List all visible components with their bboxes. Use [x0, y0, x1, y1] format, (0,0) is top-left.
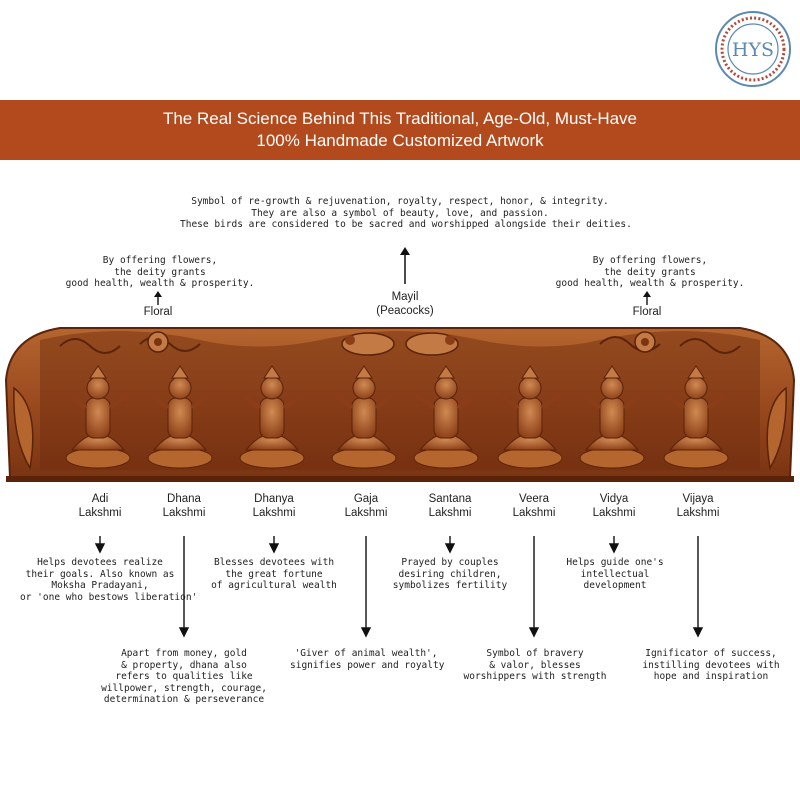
- dhana-desc-line: refers to qualities like: [115, 671, 253, 682]
- banner-line-1: The Real Science Behind This Traditional…: [162, 109, 638, 128]
- mayil-label-sub: (Peacocks): [376, 305, 434, 317]
- dhanya-desc-line: Blesses devotees with: [213, 557, 335, 568]
- vijaya-description: Ignificator of success, instilling devot…: [636, 648, 786, 683]
- logo-text: HYS: [732, 39, 774, 61]
- dhana-description: Apart from money, gold & property, dhana…: [96, 648, 272, 706]
- mayil-description: Symbol of re-growth & rejuvenation, roya…: [180, 196, 632, 231]
- gaja-desc-line: signifies power and royalty: [290, 659, 445, 671]
- dhana-desc-line: determination & perseverance: [103, 694, 265, 705]
- mayil-arrow-icon: [400, 247, 410, 284]
- mayil-desc-line: These birds are considered to be sacred …: [180, 219, 632, 230]
- lakshmi-name-line: Gaja: [353, 493, 379, 505]
- hys-logo: HYS: [715, 11, 791, 87]
- lakshmi-name-line: Lakshmi: [592, 507, 636, 519]
- vidya-desc-line: development: [583, 580, 647, 591]
- vidya-description: Helps guide one's intellectual developme…: [560, 557, 670, 592]
- down-arrow-icon: [94, 536, 704, 638]
- santana-desc-line: Prayed by couples: [401, 557, 499, 568]
- vijaya-desc-line: instilling devotees with: [642, 659, 780, 671]
- lakshmi-name-line: Dhana: [167, 493, 201, 505]
- lakshmi-name-adi: Adi Lakshmi: [62, 492, 138, 520]
- lakshmi-name-line: Lakshmi: [252, 507, 296, 519]
- lakshmi-name-gaja: Gaja Lakshmi: [328, 492, 404, 520]
- gaja-description: 'Giver of animal wealth', signifies powe…: [290, 648, 445, 671]
- lakshmi-name-line: Vidya: [599, 493, 629, 505]
- adi-desc-line: Moksha Pradayani,: [51, 580, 149, 591]
- adi-desc-line: their goals. Also known as: [25, 568, 175, 580]
- lakshmi-name-line: Lakshmi: [344, 507, 388, 519]
- mayil-label-name: Mayil: [391, 291, 419, 303]
- lakshmi-name-veera: Veera Lakshmi: [496, 492, 572, 520]
- veera-description: Symbol of bravery & valor, blesses worsh…: [460, 648, 610, 683]
- veera-desc-line: & valor, blesses: [489, 659, 581, 671]
- lakshmi-name-dhana: Dhana Lakshmi: [146, 492, 222, 520]
- floral-right-label: Floral: [632, 306, 662, 318]
- banner-line-2: 100% Handmade Customized Artwork: [256, 131, 544, 150]
- veera-desc-line: worshippers with strength: [463, 671, 607, 682]
- floral-left-arrow-icon: [154, 291, 162, 305]
- santana-description: Prayed by couples desiring children, sym…: [390, 557, 510, 592]
- title-banner: The Real Science Behind This Traditional…: [0, 100, 800, 160]
- lakshmi-name-vijaya: Vijaya Lakshmi: [660, 492, 736, 520]
- adi-description: Helps devotees realize their goals. Also…: [20, 557, 198, 603]
- vidya-desc-line: Helps guide one's: [566, 557, 664, 568]
- carved-lakshmi-panel: [4, 327, 796, 482]
- lakshmi-name-line: Veera: [518, 493, 550, 505]
- floral-left-label: Floral: [143, 306, 173, 318]
- lakshmi-arrows: [94, 536, 704, 638]
- mayil-label: Mayil (Peacocks): [340, 290, 470, 318]
- lakshmi-name-line: Adi: [91, 493, 109, 505]
- lakshmi-name-dhanya: Dhanya Lakshmi: [236, 492, 312, 520]
- santana-desc-line: symbolizes fertility: [392, 580, 508, 591]
- floral-left-line: By offering flowers,: [102, 255, 218, 266]
- adi-desc-line: or 'one who bestows liberation': [20, 591, 198, 603]
- lakshmi-name-vidya: Vidya Lakshmi: [576, 492, 652, 520]
- lakshmi-name-line: Lakshmi: [428, 507, 472, 519]
- lakshmi-name-line: Lakshmi: [78, 507, 122, 519]
- lakshmi-name-santana: Santana Lakshmi: [412, 492, 488, 520]
- dhanya-description: Blesses devotees with the great fortune …: [204, 557, 344, 592]
- floral-right-line: By offering flowers,: [592, 255, 708, 266]
- dhana-desc-line: willpower, strength, courage,: [101, 682, 267, 694]
- lakshmi-name-line: Lakshmi: [162, 507, 206, 519]
- lakshmi-figures: [65, 365, 729, 469]
- floral-right-description: By offering flowers, the deity grants go…: [550, 255, 750, 290]
- lakshmi-name-line: Lakshmi: [512, 507, 556, 519]
- dhana-desc-line: & property, dhana also: [121, 659, 247, 671]
- lakshmi-name-line: Lakshmi: [676, 507, 720, 519]
- floral-left-line: good health, wealth & prosperity.: [65, 278, 255, 289]
- lakshmi-name-line: Santana: [428, 493, 472, 505]
- mayil-desc-line: They are also a symbol of beauty, love, …: [251, 207, 549, 219]
- lakshmi-name-line: Dhanya: [254, 493, 294, 505]
- vidya-desc-line: intellectual: [580, 568, 650, 580]
- vijaya-desc-line: hope and inspiration: [653, 671, 769, 682]
- floral-left-line: the deity grants: [114, 266, 206, 278]
- mayil-desc-line: Symbol of re-growth & rejuvenation, roya…: [191, 196, 609, 207]
- dhanya-desc-line: of agricultural wealth: [211, 580, 337, 591]
- adi-desc-line: Helps devotees realize: [37, 557, 163, 568]
- dhana-desc-line: Apart from money, gold: [121, 648, 247, 659]
- vijaya-desc-line: Ignificator of success,: [645, 648, 777, 659]
- dhanya-desc-line: the great fortune: [225, 568, 323, 580]
- floral-left-description: By offering flowers, the deity grants go…: [60, 255, 260, 290]
- veera-desc-line: Symbol of bravery: [486, 648, 584, 659]
- floral-right-arrow-icon: [643, 291, 651, 305]
- santana-desc-line: desiring children,: [398, 568, 502, 580]
- lakshmi-name-line: Vijaya: [682, 493, 714, 505]
- floral-right-line: the deity grants: [604, 266, 696, 278]
- gaja-desc-line: 'Giver of animal wealth',: [294, 648, 438, 659]
- floral-right-line: good health, wealth & prosperity.: [555, 278, 745, 289]
